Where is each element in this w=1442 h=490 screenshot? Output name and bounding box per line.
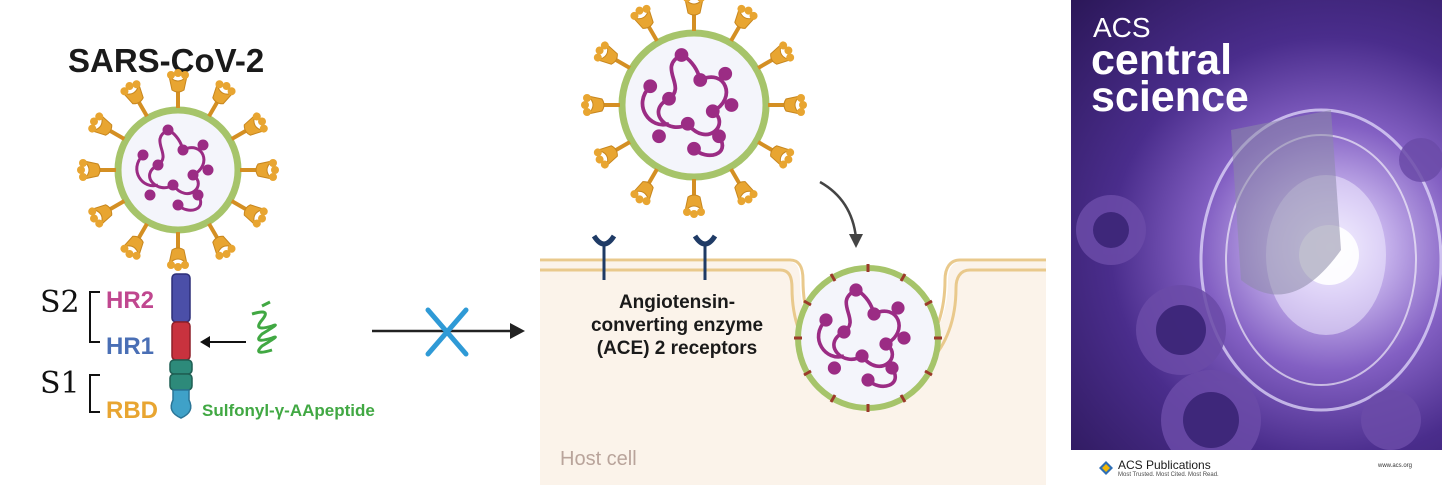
- ace2-receptor-1: [591, 234, 617, 280]
- journal-cover: ACS central science: [1071, 0, 1442, 450]
- cover-central-text: central: [1091, 36, 1233, 84]
- virus-engulfed: [794, 264, 942, 412]
- entry-arrow: [819, 180, 858, 239]
- peptide-helix: [251, 300, 277, 354]
- host-cell: [540, 262, 1046, 485]
- s1-label: S1: [40, 366, 80, 401]
- hr1-label: HR1: [106, 333, 155, 360]
- cover-science-text: science: [1091, 73, 1249, 121]
- cover-artwork: [1076, 108, 1442, 450]
- peptide-label: Sulfonyl-γ-AApeptide: [202, 401, 375, 420]
- ace2-receptor-label: Angiotensin-converting enzyme (ACE) 2 re…: [590, 292, 764, 359]
- cover-acs-text: ACS: [1093, 12, 1151, 43]
- diagram-graphics: [76, 0, 1046, 485]
- rbd-label: RBD: [106, 397, 158, 424]
- publisher-tagline: Most Trusted. Most Cited. Most Read.: [1118, 472, 1219, 478]
- virus-left: [76, 68, 280, 272]
- virus-top: [580, 0, 808, 219]
- publisher-url: www.acs.org: [1378, 463, 1413, 469]
- spike-protein-column: [169, 273, 193, 419]
- publisher-name: ACS Publications: [1118, 458, 1211, 472]
- virus-title: SARS-CoV-2: [68, 42, 265, 79]
- block-x-icon: [425, 307, 469, 357]
- hr2-label: HR2: [106, 287, 155, 314]
- s2-label: S2: [40, 285, 80, 320]
- s2-bracket: [89, 291, 100, 343]
- acs-publications-logo-icon: [1099, 461, 1113, 475]
- host-cell-label: Host cell: [560, 448, 637, 470]
- s1-bracket: [89, 374, 100, 413]
- ace2-receptor-2: [692, 234, 718, 280]
